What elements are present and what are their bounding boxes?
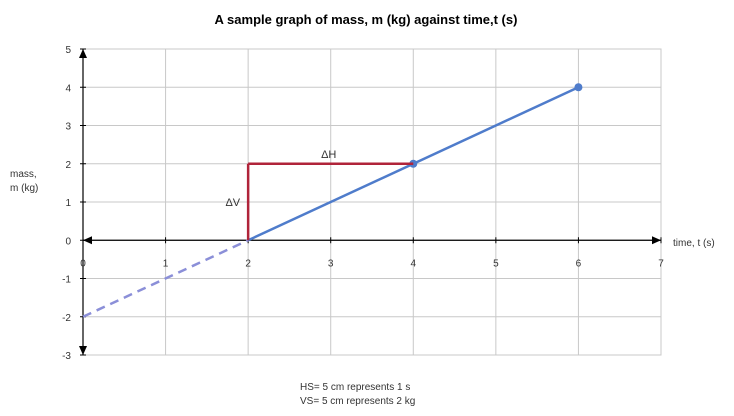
y-axis-arrow-top xyxy=(79,49,87,58)
series-line-dashed xyxy=(82,239,249,318)
y-tick-label--3: -3 xyxy=(62,351,71,362)
x-tick-label-5: 5 xyxy=(493,258,499,269)
x-tick-label-6: 6 xyxy=(576,258,582,269)
delta-v-label: ΔV xyxy=(225,197,240,209)
y-axis-label-line1: mass, xyxy=(10,169,37,180)
x-axis-arrow-left xyxy=(83,236,92,245)
y-tick-label--2: -2 xyxy=(62,313,71,324)
x-tick-label-0: 0 xyxy=(80,258,86,269)
x-axis-label: time, t (s) xyxy=(673,238,715,249)
data-point-6-4 xyxy=(574,83,583,92)
gradient-triangle: ΔH ΔV xyxy=(225,149,414,241)
x-tick-label-3: 3 xyxy=(328,258,334,269)
x-tick-label-2: 2 xyxy=(245,258,251,269)
y-tick-label-4: 4 xyxy=(65,83,71,94)
axes xyxy=(79,48,662,356)
vertical-scale-note: VS= 5 cm represents 2 kg xyxy=(300,396,416,407)
y-axis-label-line2: m (kg) xyxy=(10,183,38,194)
y-tick-label-3: 3 xyxy=(65,122,71,133)
x-tick-label-4: 4 xyxy=(411,258,417,269)
x-axis-arrow-right xyxy=(652,236,661,245)
y-tick-label-0: 0 xyxy=(65,236,71,247)
x-tick-label-1: 1 xyxy=(163,258,169,269)
y-tick-label--1: -1 xyxy=(62,275,71,286)
horizontal-scale-note: HS= 5 cm represents 1 s xyxy=(300,382,411,393)
tick-labels: 0 1 2 3 4 5 6 7 -3 -2 -1 0 1 2 3 4 5 xyxy=(62,45,664,362)
grid xyxy=(82,48,662,356)
series-group xyxy=(82,83,583,318)
chart-title: A sample graph of mass, m (kg) against t… xyxy=(215,12,518,27)
y-tick-label-2: 2 xyxy=(65,160,71,171)
y-axis-arrow-bottom xyxy=(79,346,87,355)
y-tick-label-1: 1 xyxy=(65,198,71,209)
x-tick-label-7: 7 xyxy=(658,258,664,269)
delta-h-label: ΔH xyxy=(321,149,336,161)
y-tick-label-5: 5 xyxy=(65,45,71,56)
